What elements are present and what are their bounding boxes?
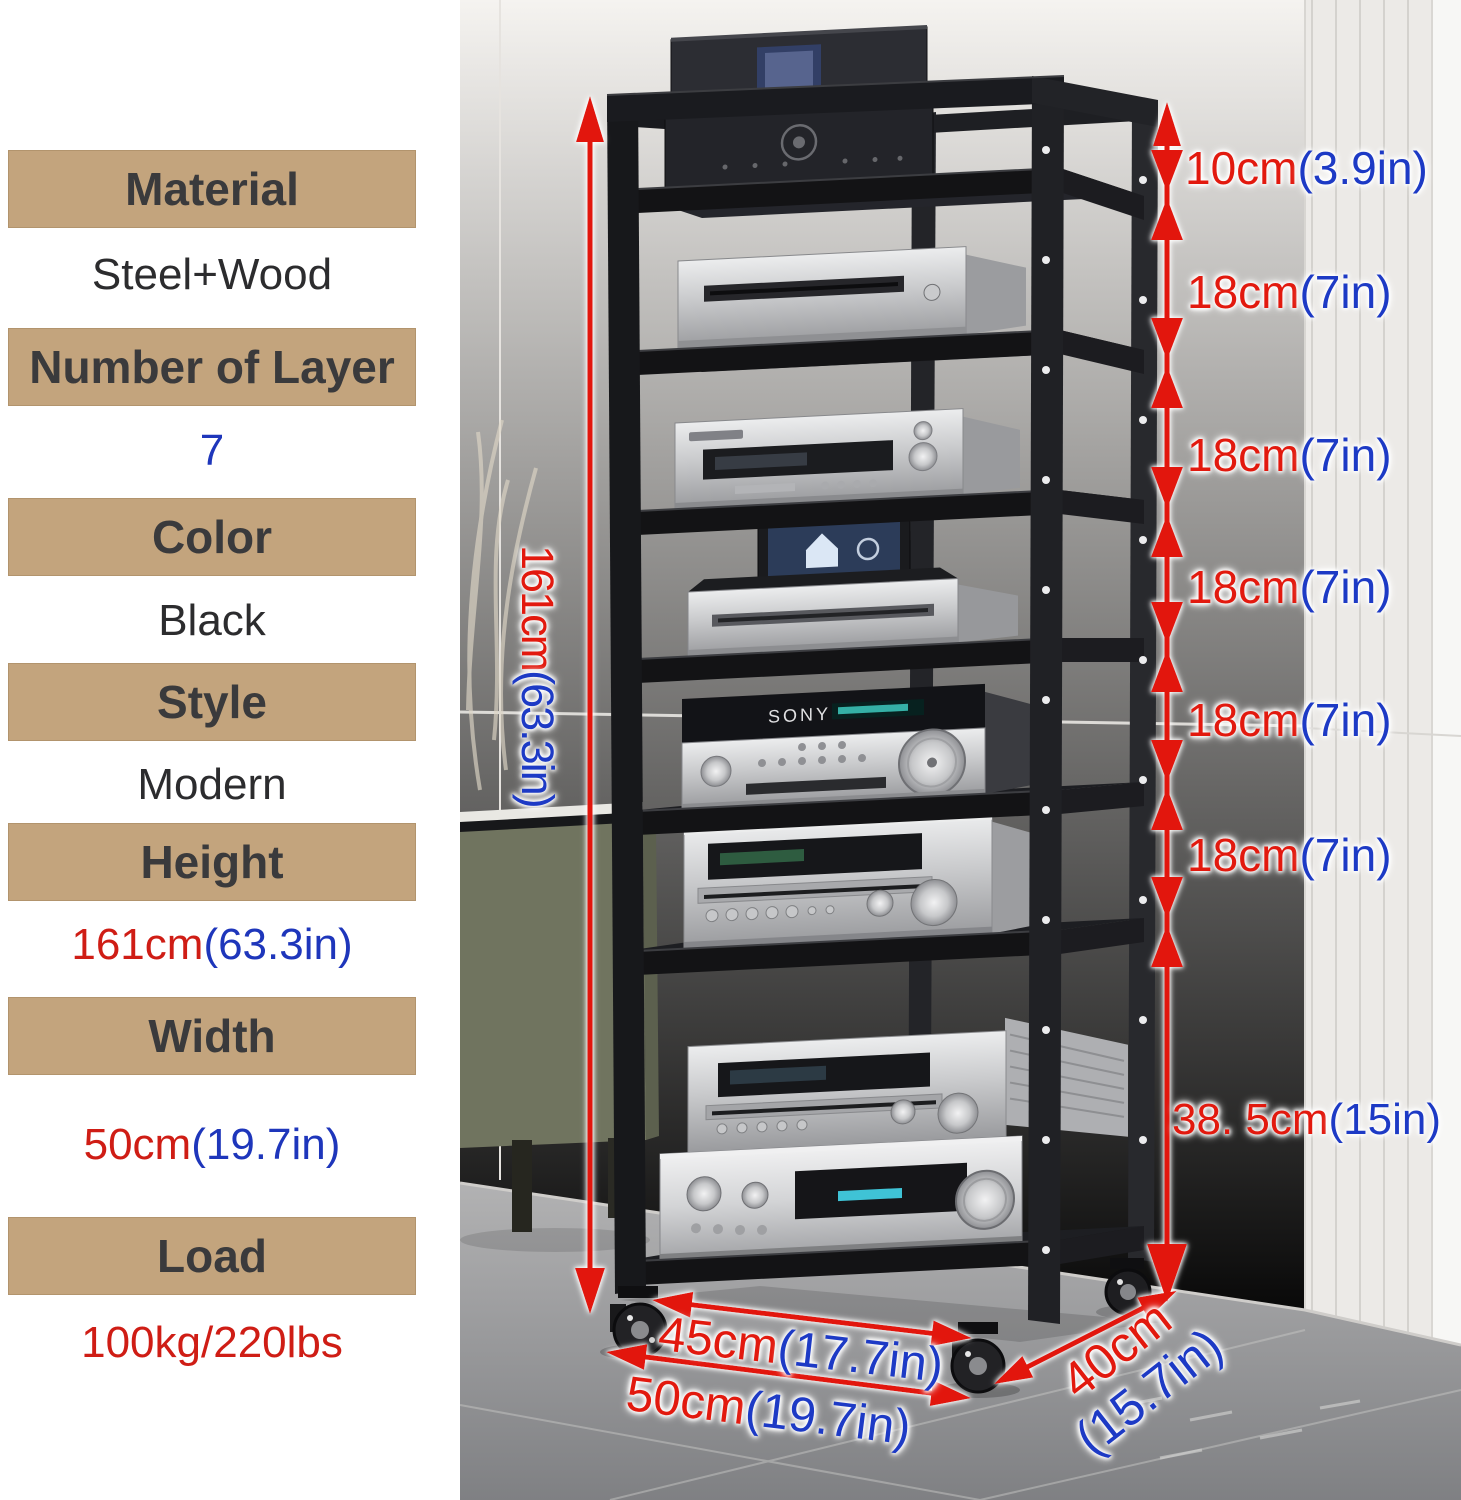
shelf-slabs xyxy=(617,167,1144,1286)
spec-color-label: Color xyxy=(8,498,416,576)
right-dimension-line xyxy=(1147,102,1187,1302)
dim-right-1: 18cm(7in) xyxy=(1187,266,1392,318)
spec-height-label: Height xyxy=(8,823,416,901)
rivets xyxy=(1042,146,1147,1254)
spec-layers-label: Number of Layer xyxy=(8,328,416,406)
device-sony-receiver: SONY xyxy=(681,683,1042,810)
side-table xyxy=(460,802,659,1252)
spec-color-value: Black xyxy=(158,596,266,645)
width-outer-arrow xyxy=(606,1344,972,1407)
spec-style-value: Modern xyxy=(137,760,287,809)
spec-load-label: Load xyxy=(8,1217,416,1295)
height-dimension-line xyxy=(575,96,605,1314)
spec-material-label-text: Material xyxy=(125,163,299,215)
rack-floor-shadow xyxy=(620,1286,1160,1342)
spec-material-label: Material xyxy=(8,150,416,228)
dim-right-2: 18cm(7in) xyxy=(1187,429,1392,481)
caster-wheels xyxy=(600,1258,1164,1398)
wheel-front-right xyxy=(950,1322,1006,1394)
front-top-rail xyxy=(607,76,1064,122)
device-cd-player xyxy=(677,246,1026,350)
av-rack: SONY xyxy=(600,24,1164,1398)
dimension-lines xyxy=(575,96,1187,1407)
sony-logo: SONY xyxy=(768,704,831,727)
depth-arrow xyxy=(994,1290,1177,1384)
side-top-rail xyxy=(1032,76,1158,127)
slat-wall-panel xyxy=(1304,0,1461,1352)
spec-layers-value: 7 xyxy=(199,426,225,475)
dim-right-0: 10cm(3.9in) xyxy=(1185,142,1428,194)
height-dimension-label: 161cm(63.3in) xyxy=(512,545,563,807)
spec-width-label: Width xyxy=(8,997,416,1075)
spec-load-value: 100kg/220lbs xyxy=(81,1318,343,1367)
device-pioneer-receiver xyxy=(674,408,1020,510)
width-inner-arrow xyxy=(652,1291,972,1347)
spec-height-value: 161cm(63.3in) xyxy=(71,920,353,969)
spec-material-value: Steel+Wood xyxy=(91,250,333,299)
device-minisystem xyxy=(683,813,1046,950)
dim-right-3: 18cm(7in) xyxy=(1187,561,1392,613)
dim-right-4: 18cm(7in) xyxy=(1187,694,1392,746)
back-right-post xyxy=(1128,100,1158,1262)
dim-right-6: 38. 5cm(15in) xyxy=(1172,1095,1442,1144)
device-media-dock xyxy=(687,498,1018,657)
front-left-post xyxy=(607,93,646,1294)
wheel-front-left xyxy=(610,1286,668,1358)
spec-style-label: Style xyxy=(8,663,416,741)
spec-width-value: 50cm(19.7in) xyxy=(83,1120,341,1169)
dim-right-5: 18cm(7in) xyxy=(1187,829,1392,881)
product-photo: SONY xyxy=(460,0,1461,1500)
plant xyxy=(466,419,538,791)
back-left-post xyxy=(908,112,936,1262)
